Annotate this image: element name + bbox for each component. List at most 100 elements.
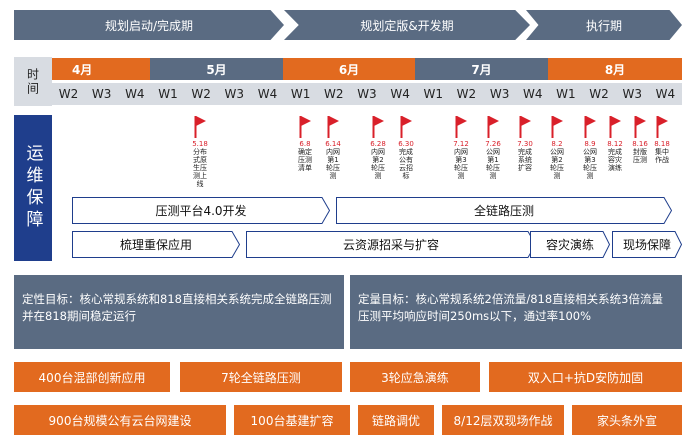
milestone-date: 6.30 [398, 140, 414, 148]
outcome-box: 双入口+抗D安防加固 [489, 362, 682, 392]
track-platform-dev: 压测平台4.0开发 [72, 197, 330, 224]
red-flag-icon [400, 116, 412, 138]
week-cell: W2 [191, 87, 211, 101]
week-cell: W4 [125, 87, 145, 101]
track-label: 现场保障 [622, 238, 671, 252]
phase-label: 规划启动/完成期 [104, 18, 194, 33]
week-cell: W1 [158, 87, 178, 101]
red-flag-icon [609, 116, 621, 138]
phase-planning: 规划启动/完成期 [14, 10, 284, 40]
week-cell: W4 [655, 87, 676, 101]
outcome-box: 家头条外宣 [572, 405, 682, 435]
milestone-date: 7.30 [517, 140, 533, 148]
month-august: 8月 [548, 58, 682, 80]
week-cell: W2 [324, 87, 344, 101]
track-cloud-procurement: 云资源招采与扩容 [246, 231, 536, 258]
milestone-label: 集中作战 [655, 148, 669, 164]
milestone-date: 6.14 [325, 140, 341, 148]
track-dr-drill: 容灾演练 [530, 231, 610, 258]
track-label: 容灾演练 [545, 238, 594, 252]
week-cell: W3 [357, 87, 377, 101]
week-cell: W1 [556, 87, 576, 101]
outcome-box: 链路调优 [358, 405, 434, 435]
week-cell: W2 [456, 87, 477, 101]
outcome-box: 900台规模公有云台网建设 [14, 405, 226, 435]
milestone-label: 完成容灾演练 [608, 148, 622, 172]
red-flag-icon [455, 116, 467, 138]
milestone-date: 8.18 [654, 140, 670, 148]
red-flag-icon [519, 116, 531, 138]
phase-label: 规划定版&开发期 [360, 18, 454, 33]
chevron-shape [530, 231, 610, 258]
outcome-box: 400台混部创新应用 [14, 362, 170, 392]
phase-label: 执行期 [585, 18, 622, 33]
milestone-date: 6.28 [370, 140, 386, 148]
track-label: 梳理重保应用 [119, 238, 192, 252]
track-label: 云资源招采与扩容 [342, 238, 439, 252]
week-cell: W1 [290, 87, 311, 101]
phase-development: 规划定版&开发期 [284, 10, 530, 40]
chevron-shape [336, 197, 672, 224]
red-flag-icon [584, 116, 596, 138]
milestone-date: 8.16 [632, 140, 648, 148]
qualitative-goal: 定性目标：核心常规系统和818直接相关系统完成全链路压测并在818期间稳定运行 [14, 275, 344, 349]
milestone-date: 7.26 [485, 140, 501, 148]
week-cell: W1 [423, 87, 444, 101]
outcome-box: 7轮全链路压测 [180, 362, 342, 392]
red-flag-icon [487, 116, 499, 138]
milestone-date: 8.9 [584, 140, 596, 148]
red-flag-icon [372, 116, 384, 138]
month-june: 6月 [283, 58, 415, 80]
week-cell: W3 [622, 87, 642, 101]
week-cell: W3 [224, 87, 245, 101]
track-label: 压测平台4.0开发 [155, 204, 247, 218]
red-flag-icon [194, 116, 206, 138]
milestone-date: 8.12 [607, 140, 623, 148]
time-label: 时间 [25, 67, 40, 96]
quantitative-goal: 定量目标：核心常规系统2倍流量/818直接相关系统3倍流量压测平均响应时间250… [350, 275, 682, 349]
outcome-box: 8/12层双现场作战 [442, 405, 564, 435]
week-cell: W4 [522, 87, 543, 101]
track-label: 全链路压测 [473, 204, 534, 218]
chevron-shape [72, 197, 330, 224]
outcome-box: 100台基建扩容 [234, 405, 350, 435]
phase-execution: 执行期 [526, 10, 682, 40]
milestone-date: 5.18 [192, 140, 208, 148]
week-cell: W3 [489, 87, 510, 101]
track-full-link-test: 全链路压测 [336, 197, 672, 224]
red-flag-icon [299, 116, 311, 138]
outcome-box: 3轮应急演练 [350, 362, 480, 392]
red-flag-icon [551, 116, 563, 138]
week-cell: W4 [390, 87, 410, 101]
milestone-label: 完成系统扩容 [518, 148, 532, 172]
week-cell: W3 [91, 87, 112, 101]
week-cell: W2 [58, 87, 79, 101]
week-cell: W2 [589, 87, 609, 101]
month-may: 5月 [150, 58, 283, 80]
month-july: 7月 [415, 58, 548, 80]
red-flag-icon [634, 116, 646, 138]
milestone-label: 确定压测清单 [298, 148, 312, 172]
ops-label-cell: 运维保障 [14, 115, 52, 261]
red-flag-icon [656, 116, 668, 138]
milestone-label: 完成公有云招标 [399, 148, 413, 180]
milestone-label: 分布式原生压测上线 [193, 148, 207, 188]
chevron-shape [72, 231, 240, 258]
track-sort-apps: 梳理重保应用 [72, 231, 240, 258]
ops-label: 运维保障 [22, 144, 43, 232]
